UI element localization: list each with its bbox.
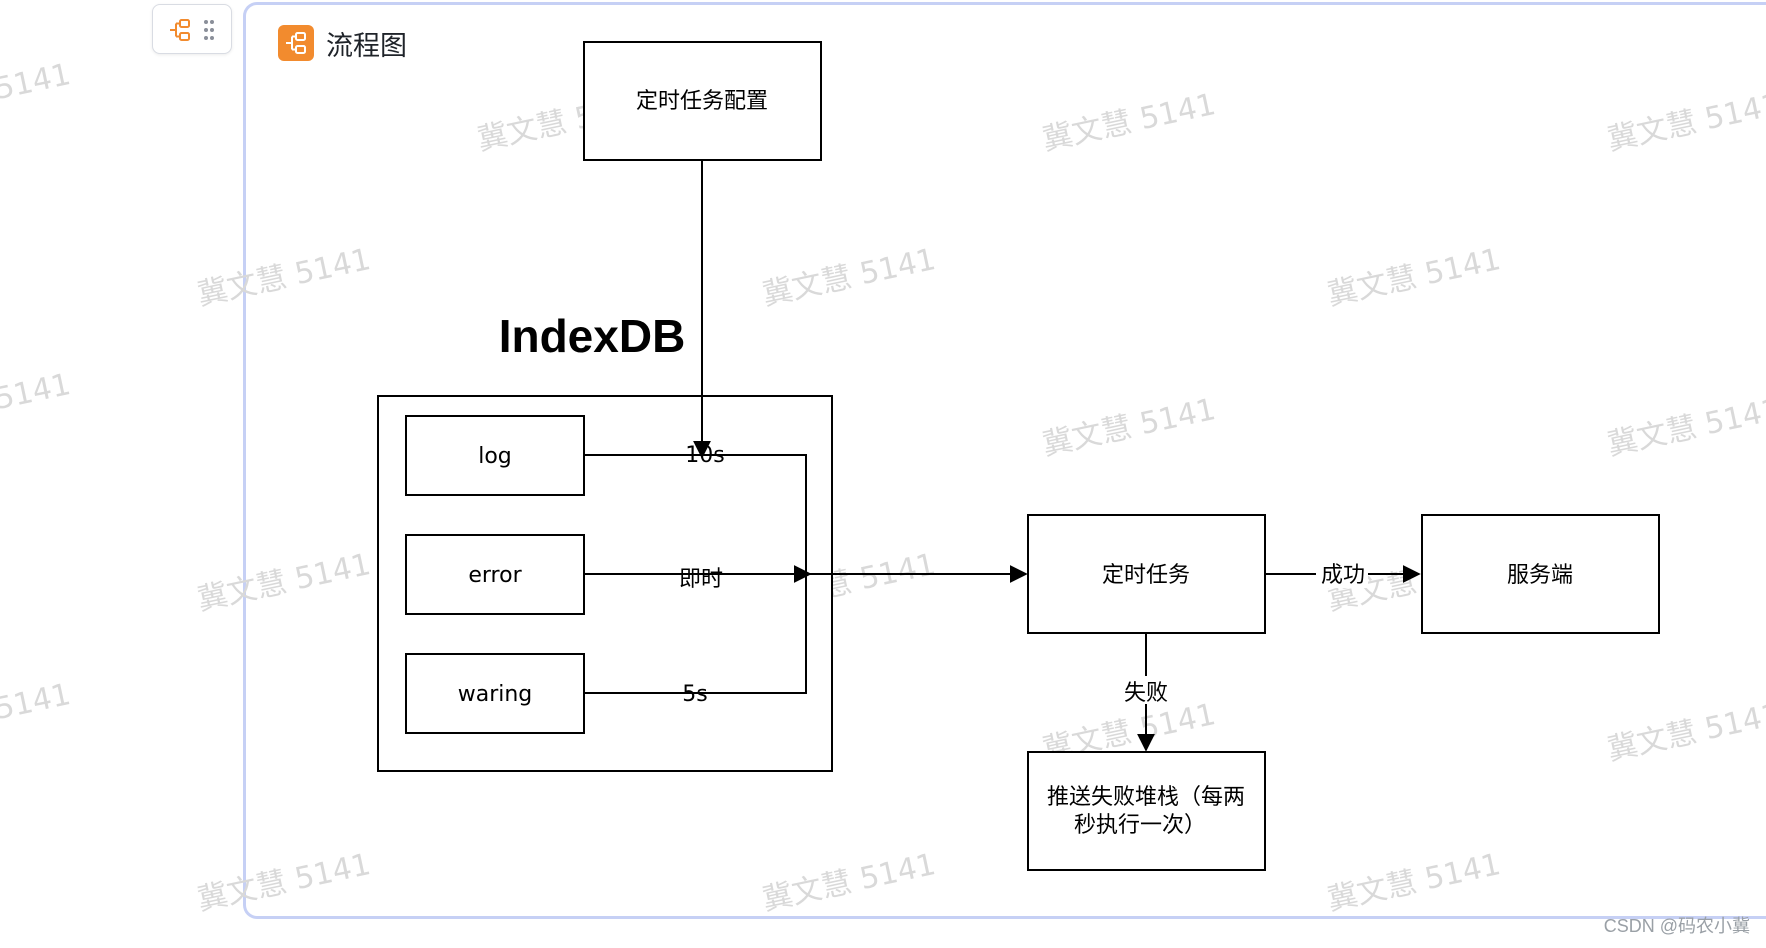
waring-node[interactable] — [405, 653, 585, 734]
block-title: 流程图 — [278, 24, 407, 62]
block-title-text: 流程图 — [326, 30, 407, 62]
error-edge-label: 即时 — [679, 567, 723, 592]
log-node-label: log — [478, 444, 512, 469]
svg-text:冀文慧 5141: 冀文慧 5141 — [0, 57, 74, 128]
svg-text:冀文慧 5141: 冀文慧 5141 — [1604, 392, 1766, 463]
task-node[interactable] — [1027, 514, 1266, 634]
csdn-footer: CSDN @码农小冀 — [1603, 916, 1750, 936]
svg-text:冀文慧 5141: 冀文慧 5141 — [194, 242, 373, 313]
waring-edge — [584, 574, 807, 694]
drag-grip-icon[interactable] — [203, 18, 215, 42]
config-node[interactable] — [583, 41, 822, 161]
watermark-layer: 冀文慧 5141 冀文慧 5141 冀文慧 5141 冀文慧 5141 冀文慧 … — [0, 57, 1766, 918]
log-edge — [584, 454, 807, 574]
flowchart-icon — [278, 25, 314, 61]
success-edge-label: 成功 — [1321, 563, 1365, 588]
waring-node-label: waring — [458, 682, 533, 707]
log-edge-label: 10s — [685, 443, 724, 468]
waring-edge-label: 5s — [682, 682, 707, 707]
fail-stack-node[interactable] — [1027, 751, 1266, 871]
log-node[interactable] — [405, 415, 585, 496]
svg-text:冀文慧 5141: 冀文慧 5141 — [1039, 87, 1218, 158]
svg-text:冀文慧 5141: 冀文慧 5141 — [0, 677, 74, 748]
config-node-label: 定时任务配置 — [636, 89, 768, 114]
fail-edge-label: 失败 — [1124, 681, 1168, 706]
flowchart-block-frame[interactable] — [243, 2, 1766, 919]
svg-text:冀文慧 5141: 冀文慧 5141 — [1604, 697, 1766, 768]
error-node-label: error — [468, 563, 522, 588]
svg-text:冀文慧 5141: 冀文慧 5141 — [759, 242, 938, 313]
svg-text:冀文慧 5141: 冀文慧 5141 — [1604, 87, 1766, 158]
svg-text:冀文慧 5141: 冀文慧 5141 — [194, 547, 373, 618]
svg-text:冀文慧 5141: 冀文慧 5141 — [194, 847, 373, 918]
fail-stack-label-line1: 推送失败堆栈（每两 — [1047, 785, 1245, 810]
block-handle[interactable] — [152, 4, 232, 54]
flowchart-icon — [170, 19, 190, 41]
svg-text:冀文慧 5141: 冀文慧 5141 — [1324, 242, 1503, 313]
server-node-label: 服务端 — [1507, 563, 1573, 588]
svg-text:冀文慧 5141: 冀文慧 5141 — [759, 847, 938, 918]
svg-text:冀文慧 5141: 冀文慧 5141 — [1039, 392, 1218, 463]
server-node[interactable] — [1421, 514, 1660, 634]
svg-text:冀文慧 5141: 冀文慧 5141 — [0, 367, 74, 438]
fail-stack-label-line2: 秒执行一次） — [1074, 813, 1206, 838]
indexdb-title: IndexDB — [499, 310, 686, 362]
task-node-label: 定时任务 — [1102, 563, 1190, 588]
svg-text:冀文慧 5141: 冀文慧 5141 — [1324, 847, 1503, 918]
